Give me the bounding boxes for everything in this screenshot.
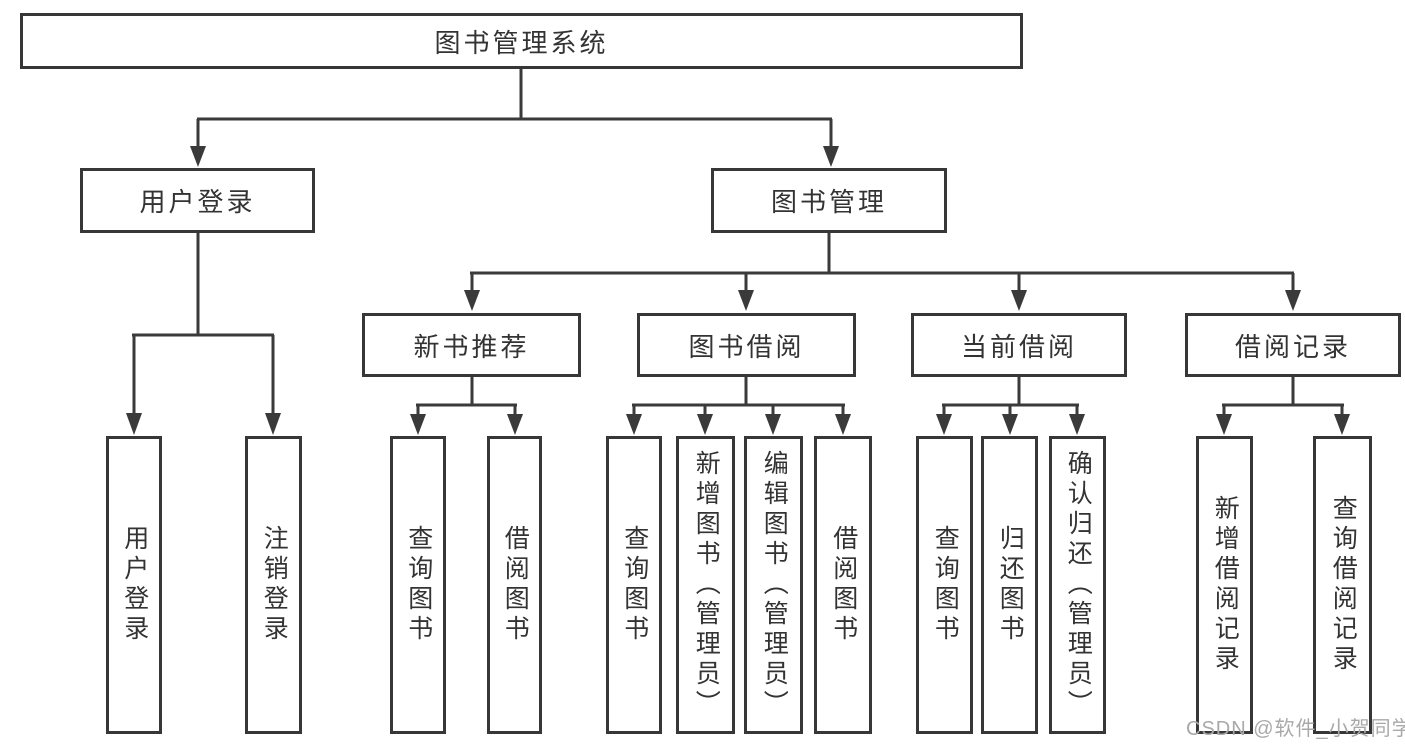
- node-book-borrowing: 图书借阅: [637, 313, 856, 377]
- leaf-bb-add-book-admin-label: 新增图书（管理员）: [692, 450, 721, 720]
- leaf-user-login: 用户登录: [106, 436, 162, 734]
- node-new-book-recommend-label: 新书推荐: [413, 331, 530, 362]
- leaf-bb-edit-book-admin: 编辑图书（管理员）: [744, 436, 803, 734]
- leaf-logout: 注销登录: [245, 436, 302, 734]
- leaf-user-login-label: 用户登录: [120, 525, 149, 645]
- node-user-login-label: 用户登录: [139, 187, 256, 217]
- leaf-br-add-record-label: 新增借阅记录: [1211, 495, 1240, 675]
- leaf-nbr-borrow-book: 借阅图书: [487, 436, 542, 734]
- node-book-management: 图书管理: [711, 168, 947, 233]
- node-book-management-label: 图书管理: [770, 187, 887, 217]
- leaf-br-add-record: 新增借阅记录: [1196, 436, 1253, 734]
- leaf-cb-confirm-return-admin: 确认归还（管理员）: [1049, 436, 1106, 734]
- leaf-bb-edit-book-admin-label: 编辑图书（管理员）: [760, 450, 789, 720]
- node-root-label: 图书管理系统: [434, 27, 609, 58]
- node-book-borrowing-label: 图书借阅: [688, 331, 805, 362]
- node-user-login: 用户登录: [80, 168, 315, 233]
- leaf-cb-query-book: 查询图书: [916, 436, 973, 734]
- leaf-cb-query-book-label: 查询图书: [931, 525, 960, 645]
- leaf-nbr-borrow-book-label: 借阅图书: [501, 525, 530, 645]
- leaf-cb-return-book-label: 归还图书: [996, 525, 1025, 645]
- node-borrowing-records-label: 借阅记录: [1234, 331, 1351, 362]
- leaf-cb-confirm-return-admin-label: 确认归还（管理员）: [1064, 450, 1093, 720]
- leaf-cb-return-book: 归还图书: [981, 436, 1038, 734]
- leaf-bb-query-book: 查询图书: [606, 436, 662, 734]
- leaf-br-query-record: 查询借阅记录: [1313, 436, 1372, 734]
- leaf-br-query-record-label: 查询借阅记录: [1329, 495, 1358, 675]
- node-new-book-recommend: 新书推荐: [362, 313, 581, 377]
- leaf-bb-query-book-label: 查询图书: [620, 525, 649, 645]
- node-current-borrowing-label: 当前借阅: [960, 331, 1077, 362]
- node-borrowing-records: 借阅记录: [1185, 313, 1401, 377]
- node-current-borrowing: 当前借阅: [911, 313, 1127, 377]
- leaf-nbr-query-book-label: 查询图书: [404, 525, 433, 645]
- leaf-logout-label: 注销登录: [260, 525, 289, 645]
- leaf-bb-add-book-admin: 新增图书（管理员）: [676, 436, 735, 734]
- leaf-nbr-query-book: 查询图书: [390, 436, 446, 734]
- leaf-bb-borrow-book: 借阅图书: [814, 436, 872, 734]
- watermark: CSDN @软件_小贺同学: [1186, 718, 1405, 740]
- leaf-bb-borrow-book-label: 借阅图书: [829, 525, 858, 645]
- node-root: 图书管理系统: [20, 13, 1023, 69]
